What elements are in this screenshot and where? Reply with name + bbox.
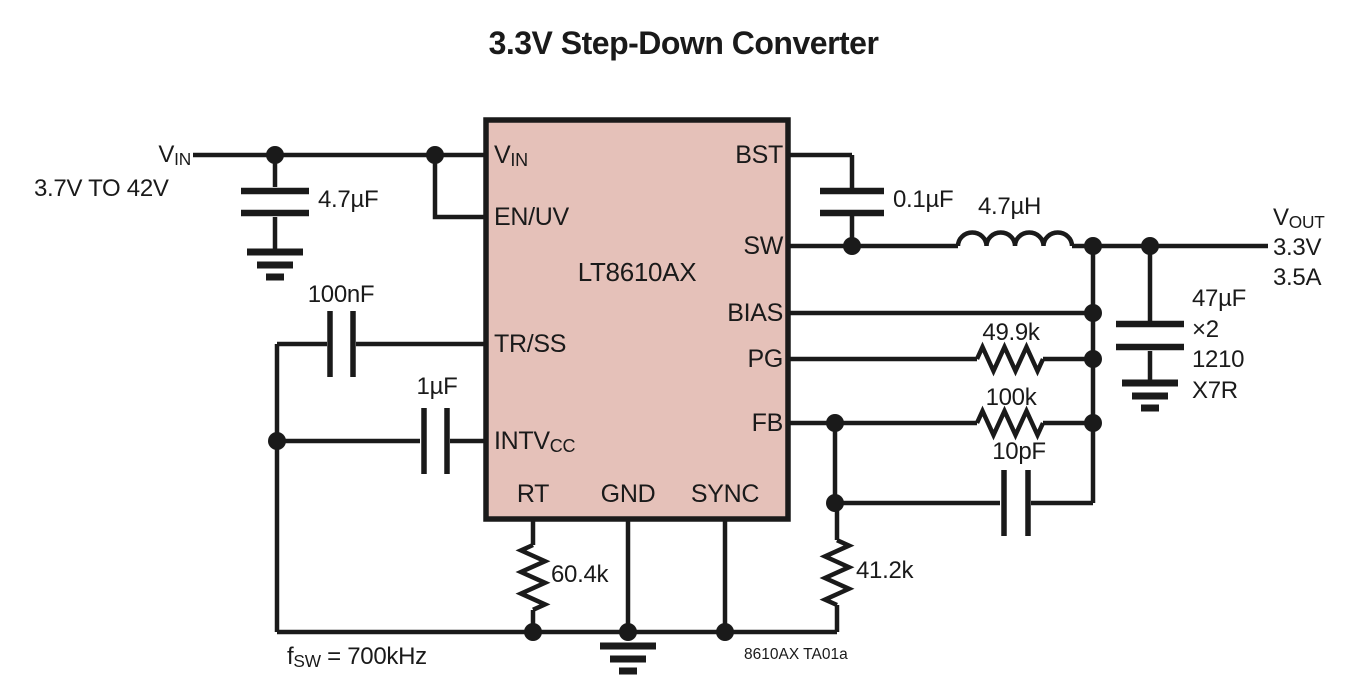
softstart-cap-plates <box>327 311 356 377</box>
ic-pin-intvcc: INTVCC <box>494 427 576 457</box>
ic-pin-sw: SW <box>743 232 783 260</box>
pg-resistor-value: 49.9k <box>982 319 1040 346</box>
junction-dot <box>619 623 637 641</box>
junction-dot <box>716 623 734 641</box>
schematic-title: 3.3V Step-Down Converter <box>488 25 879 61</box>
bst-wire <box>788 152 855 246</box>
enuv-wire <box>432 155 486 220</box>
junction-dot <box>1141 237 1159 255</box>
ic-pin-sync: SYNC <box>690 480 760 508</box>
output-ground-icon <box>1122 379 1178 412</box>
junction-dot <box>1084 237 1102 255</box>
ic-pin-gnd: GND <box>600 480 656 508</box>
output-cap-plates <box>1116 320 1184 351</box>
fb-resistor-value: 100k <box>985 384 1037 411</box>
input-cap-value: 4.7µF <box>318 186 379 213</box>
junction-dot <box>843 237 861 255</box>
ic-pin-enuv: EN/UV <box>494 203 569 231</box>
junction-dot <box>1084 350 1102 368</box>
ic-body <box>483 117 791 522</box>
fsw-annotation: fSW = 700kHz <box>287 643 427 672</box>
junction-dot <box>826 494 844 512</box>
junction-dot <box>524 623 542 641</box>
output-vout-label: VOUT <box>1273 204 1325 233</box>
ic-pin-rt: RT <box>516 480 550 508</box>
output-voltage-label: 3.3V <box>1273 234 1322 261</box>
ff-cap-value: 10pF <box>992 438 1046 465</box>
sync-resistor-icon <box>819 538 855 608</box>
inductor-value: 4.7µH <box>978 193 1042 220</box>
input-range-label: 3.7V TO 42V <box>34 175 169 202</box>
ic-pin-bias: BIAS <box>727 299 783 327</box>
junction-dot <box>1084 414 1102 432</box>
output-cap-line: 1210 <box>1192 346 1245 373</box>
intvcc-cap-plates <box>421 408 450 474</box>
input-vin-label: VIN <box>158 141 191 170</box>
fb-resistor-icon <box>974 405 1046 441</box>
junction-dot <box>1084 304 1102 322</box>
intvcc-cap-value: 1µF <box>416 373 458 400</box>
gnd-ground-icon <box>600 642 656 675</box>
ic-pin-fb: FB <box>751 409 784 437</box>
boost-cap-value: 0.1µF <box>893 186 954 213</box>
input-ground-icon <box>247 248 303 281</box>
input-cap-plates <box>241 187 309 217</box>
junction-dot <box>826 414 844 432</box>
junction-dot <box>426 146 444 164</box>
ic-pin-trss: TR/SS <box>494 330 567 358</box>
ff-cap-plates <box>1001 470 1031 536</box>
junction-dot <box>266 146 284 164</box>
output-cap-line: X7R <box>1192 376 1238 404</box>
boost-cap-plates <box>820 187 884 217</box>
output-cap-line: 47µF <box>1192 285 1246 312</box>
output-cap-value: 47µF ×2 1210 X7R <box>1192 284 1246 406</box>
pg-resistor-icon <box>974 341 1046 377</box>
ic-pin-bst: BST <box>735 141 783 169</box>
junction-dot <box>268 432 286 450</box>
ic-pin-pg: PG <box>747 345 783 373</box>
ff-cap-wire <box>835 246 1096 506</box>
ic-part-number: LT8610AX <box>577 257 697 287</box>
sync-resistor-value: 41.2k <box>856 557 914 584</box>
ic-pin-vin: VIN <box>494 141 528 171</box>
rt-resistor-icon <box>515 542 551 612</box>
softstart-cap-value: 100nF <box>307 281 375 308</box>
junction-dots <box>266 146 1159 641</box>
rt-resistor-value: 60.4k <box>551 561 609 588</box>
inductor-icon <box>955 230 1075 247</box>
doc-id-label: 8610AX TA01a <box>744 646 848 663</box>
output-current-label: 3.5A <box>1273 264 1322 291</box>
output-cap-line: ×2 <box>1192 315 1219 343</box>
